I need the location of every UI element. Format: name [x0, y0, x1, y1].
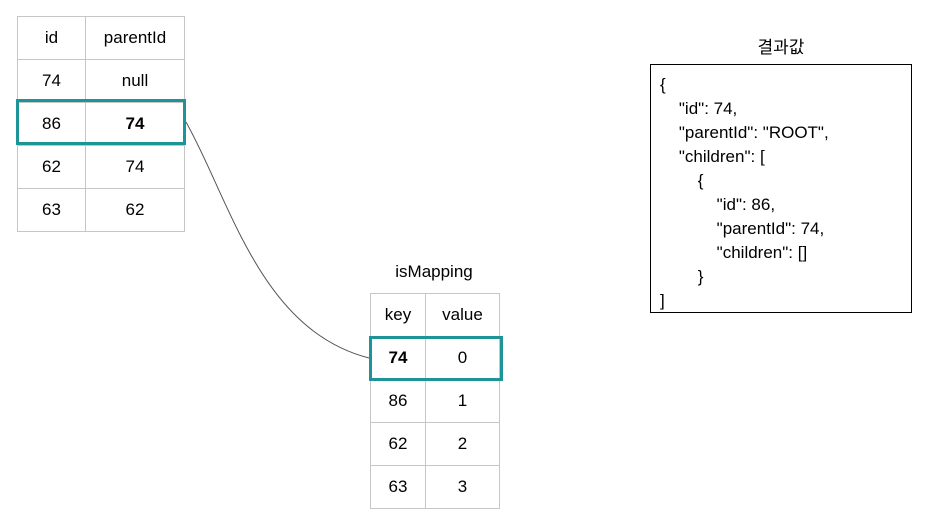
- cell-key: 86: [370, 379, 426, 423]
- json-line: {: [660, 75, 666, 94]
- column-header-parentid: parentId: [85, 16, 185, 60]
- json-line: "id": 74,: [660, 99, 738, 118]
- cell-value: 0: [425, 336, 500, 380]
- result-title: 결과값: [757, 38, 805, 57]
- cell-parentid: 62: [85, 188, 185, 232]
- cell-id: 63: [17, 188, 86, 232]
- table-row: 86 1: [370, 379, 500, 423]
- json-line: "children": [: [660, 147, 765, 166]
- cell-value: 2: [425, 422, 500, 466]
- json-line: "parentId": 74,: [660, 219, 825, 238]
- cell-key: 62: [370, 422, 426, 466]
- json-line: "id": 86,: [660, 195, 776, 214]
- table-row: 63 62: [17, 188, 185, 232]
- column-header-id: id: [17, 16, 86, 60]
- cell-key: 63: [370, 465, 426, 509]
- cell-id: 74: [17, 59, 86, 103]
- source-table: id parentId 74 null 86 74 62 74 63 62: [17, 16, 185, 232]
- table-row: 62 74: [17, 145, 185, 189]
- cell-key: 74: [370, 336, 426, 380]
- cell-value: 1: [425, 379, 500, 423]
- table-header-row: key value: [370, 293, 500, 337]
- mapping-table-title: isMapping: [395, 262, 473, 281]
- json-line: ]: [660, 291, 665, 310]
- table-row-highlighted: 74 0: [370, 336, 500, 380]
- json-line: {: [660, 171, 704, 190]
- table-row: 62 2: [370, 422, 500, 466]
- cell-id: 86: [17, 102, 86, 146]
- json-line: "parentId": "ROOT",: [660, 123, 829, 142]
- column-header-key: key: [370, 293, 426, 337]
- cell-parentid: null: [85, 59, 185, 103]
- cell-parentid: 74: [85, 102, 185, 146]
- table-row: 63 3: [370, 465, 500, 509]
- json-line: }: [660, 267, 704, 286]
- connector-curve: [185, 121, 370, 359]
- cell-value: 3: [425, 465, 500, 509]
- result-json-box: { "id": 74, "parentId": "ROOT", "childre…: [650, 64, 912, 313]
- mapping-table: key value 74 0 86 1 62 2 63 3: [370, 293, 500, 509]
- table-header-row: id parentId: [17, 16, 185, 60]
- table-row-highlighted: 86 74: [17, 102, 185, 146]
- cell-parentid: 74: [85, 145, 185, 189]
- table-row: 74 null: [17, 59, 185, 103]
- json-line: "children": []: [660, 243, 808, 262]
- cell-id: 62: [17, 145, 86, 189]
- column-header-value: value: [425, 293, 500, 337]
